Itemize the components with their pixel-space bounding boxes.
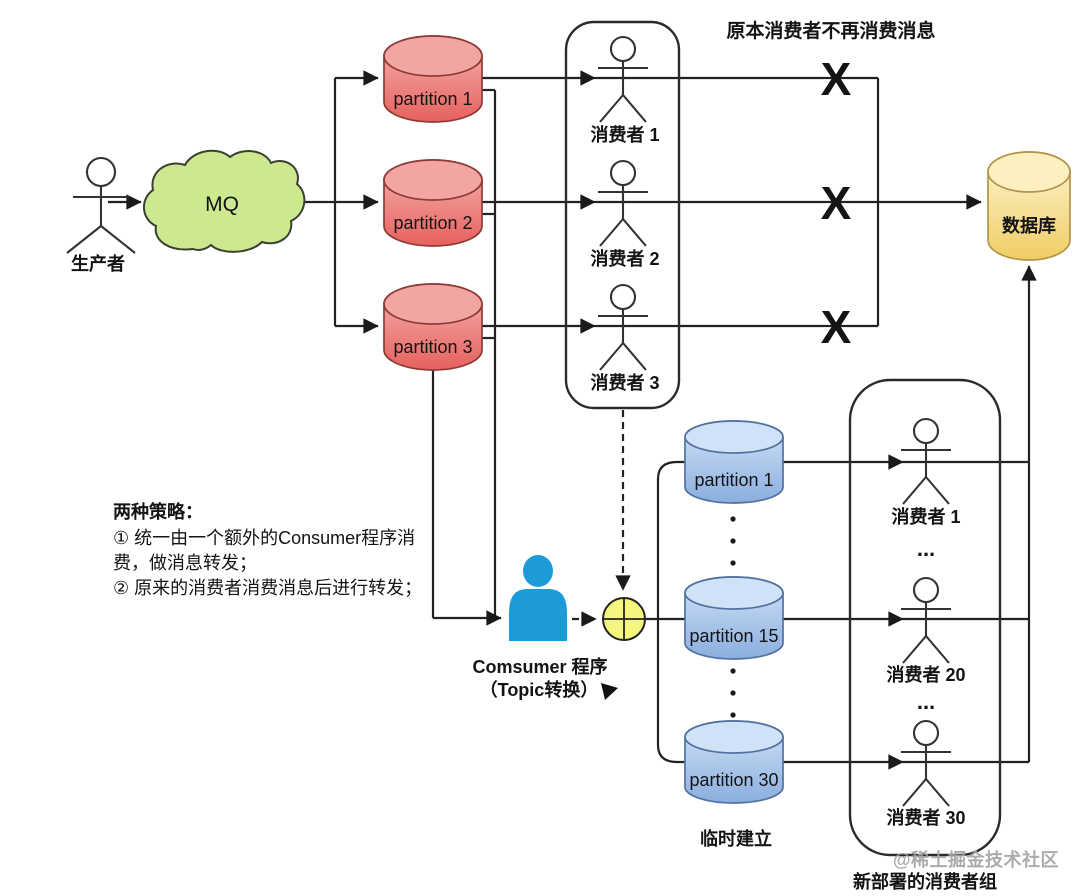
database-label: 数据库 xyxy=(1002,215,1056,236)
old-partition-cylinder-1: partition 1 xyxy=(383,35,483,123)
old-partition-cylinder-2: partition 2 xyxy=(383,159,483,247)
new-group-label: 新部署的消费者组 xyxy=(853,871,997,892)
pointer-triangle-icon xyxy=(601,683,618,700)
new-partition-label-1: partition 1 xyxy=(694,470,773,490)
old-partition-cylinder-3: partition 3 xyxy=(383,283,483,371)
producer-actor: 生产者 xyxy=(66,156,136,274)
strategy-line-1: ① 统一由一个额外的Consumer程序消 xyxy=(113,528,415,548)
cancel-cross-icon-3: X xyxy=(821,301,852,353)
new-partition-label-30: partition 30 xyxy=(689,770,778,790)
watermark: @稀土掘金技术社区 xyxy=(893,849,1059,870)
consumer-ellipsis-1: ... xyxy=(917,536,935,561)
new-consumer-label-30: 消费者 30 xyxy=(886,807,965,828)
old-consumer-group-box xyxy=(564,20,681,410)
strategy-line-2: 费，做消息转发； xyxy=(113,553,257,573)
connectors xyxy=(108,70,1037,770)
strategy-title: 两种策略： xyxy=(113,501,203,522)
top-note: 原本消费者不再消费消息 xyxy=(726,19,935,42)
old-consumer-label-3: 消费者 3 xyxy=(590,372,659,393)
old-consumer-label-1: 消费者 1 xyxy=(590,124,659,145)
temporary-label: 临时建立 xyxy=(700,828,772,849)
consumer-program-sublabel: （Topic转换） xyxy=(480,679,599,700)
producer-label: 生产者 xyxy=(71,253,125,274)
new-partition-label-15: partition 15 xyxy=(689,626,778,646)
cancel-cross-icon-2: X xyxy=(821,177,852,229)
partition-ellipsis-dots xyxy=(730,516,736,718)
new-consumer-actor-30: 消费者 30 xyxy=(886,719,966,828)
new-partition-cylinder-15: partition 15 xyxy=(684,576,784,660)
new-consumer-label-1: 消费者 1 xyxy=(891,506,960,527)
old-consumer-actor-3: 消费者 3 xyxy=(590,283,660,393)
new-consumer-actor-1: 消费者 1 xyxy=(891,417,961,527)
new-consumer-actor-20: 消费者 20 xyxy=(886,576,966,685)
database-cylinder: 数据库 xyxy=(987,151,1071,261)
consumer-ellipsis-2: ... xyxy=(917,689,935,714)
mq-label: MQ xyxy=(205,193,239,216)
consumer-program-person: Comsumer 程序 （Topic转换） xyxy=(472,555,618,700)
topic-merge-node-icon xyxy=(602,597,646,641)
old-partition-label-2: partition 2 xyxy=(393,213,472,233)
old-consumer-actor-1: 消费者 1 xyxy=(590,35,660,145)
old-consumer-actor-2: 消费者 2 xyxy=(590,159,660,269)
new-consumer-label-20: 消费者 20 xyxy=(886,664,965,685)
old-partition-label-3: partition 3 xyxy=(393,337,472,357)
new-consumer-group-box xyxy=(848,378,1002,857)
old-consumer-label-2: 消费者 2 xyxy=(590,248,659,269)
old-partition-label-1: partition 1 xyxy=(393,89,472,109)
cancel-cross-icon-1: X xyxy=(821,53,852,105)
new-partition-cylinder-30: partition 30 xyxy=(684,720,784,804)
strategy-note: 两种策略： ① 统一由一个额外的Consumer程序消 费，做消息转发； ② 原… xyxy=(113,501,422,598)
strategy-line-3: ② 原来的消费者消费消息后进行转发； xyxy=(113,578,422,598)
new-partition-cylinder-1: partition 1 xyxy=(684,420,784,504)
consumer-program-label: Comsumer 程序 xyxy=(472,656,607,677)
mq-cloud: MQ xyxy=(143,149,306,253)
